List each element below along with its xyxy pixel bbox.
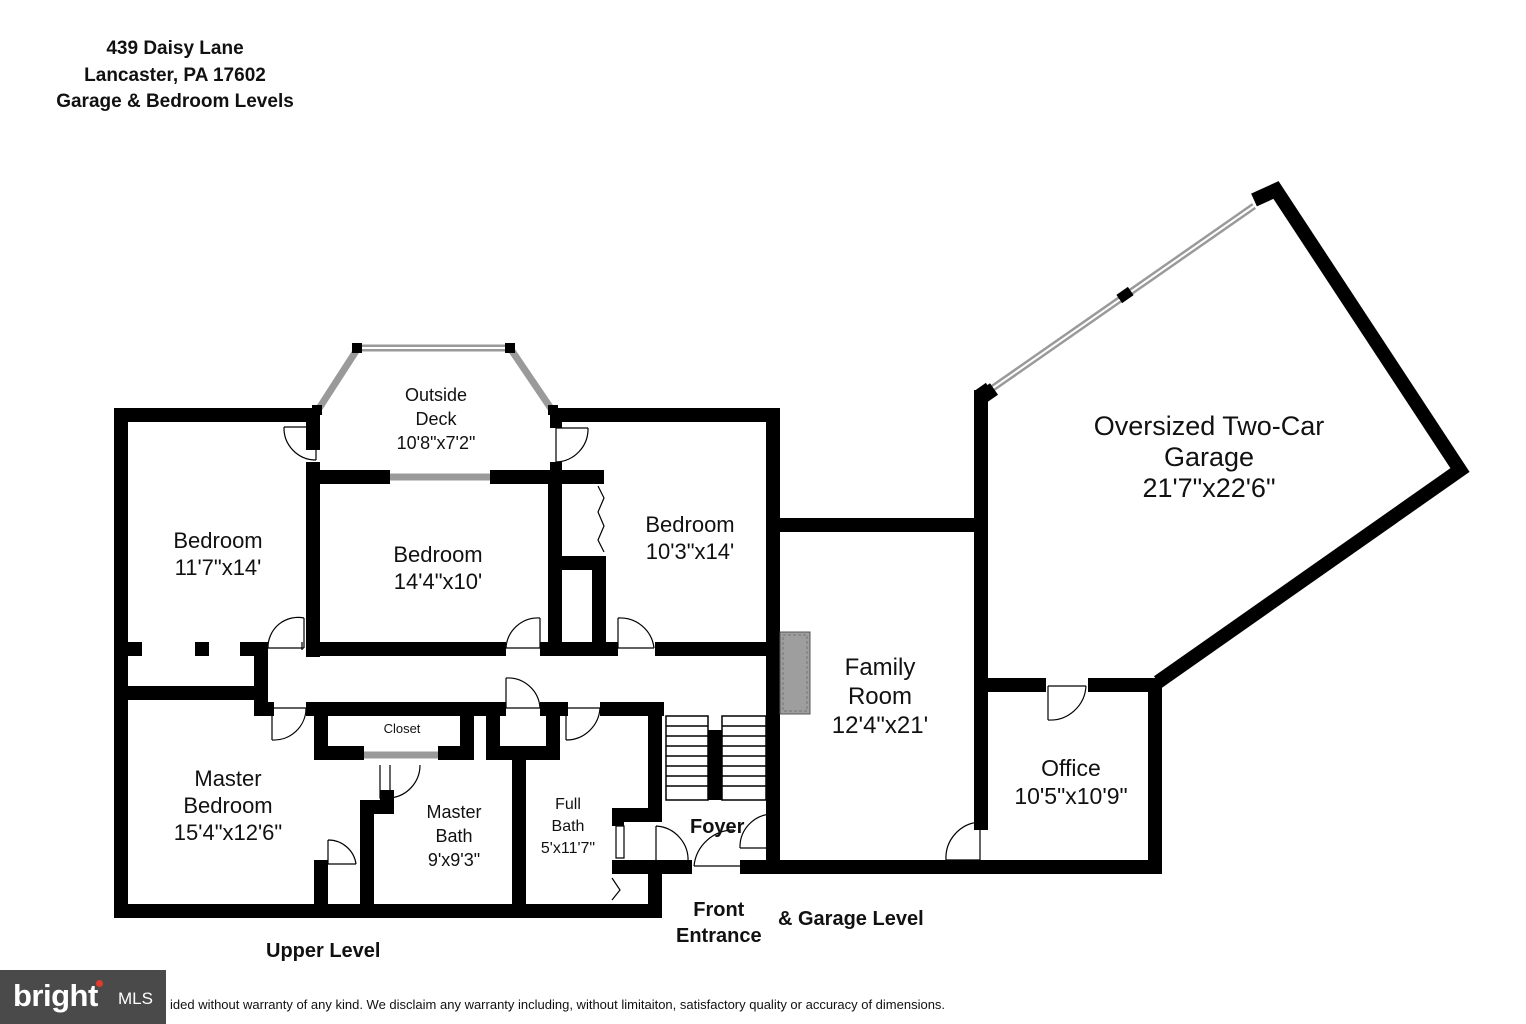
garage-level-label: & Garage Level bbox=[778, 908, 924, 930]
full-bath-label: Full Bath 5'x11'7" bbox=[540, 796, 596, 857]
wall bbox=[114, 408, 128, 918]
master-bedroom-label: Master Bedroom 15'4"x12'6" bbox=[173, 766, 283, 845]
bedroom-right-label: Bedroom 10'3"x14' bbox=[645, 512, 735, 564]
deck-window-right bbox=[507, 346, 555, 412]
wall bbox=[438, 746, 474, 760]
levels-title: Garage & Bedroom Levels bbox=[56, 91, 294, 112]
wall bbox=[1153, 181, 1470, 688]
wall bbox=[114, 642, 142, 656]
door bbox=[945, 821, 981, 861]
logo-text: bright bbox=[13, 978, 98, 1013]
door bbox=[505, 677, 541, 709]
wall bbox=[195, 642, 209, 656]
door bbox=[327, 839, 357, 865]
wall bbox=[550, 408, 780, 422]
foyer-label: Foyer bbox=[690, 816, 745, 838]
address-line-1: 439 Daisy Lane bbox=[106, 38, 244, 59]
wall bbox=[708, 730, 722, 800]
fireplace bbox=[779, 631, 811, 715]
door bbox=[693, 829, 740, 867]
wall bbox=[648, 702, 662, 810]
door bbox=[597, 485, 605, 553]
wall bbox=[114, 686, 268, 700]
wall bbox=[306, 470, 390, 484]
stairs bbox=[665, 715, 767, 801]
logo-suffix: MLS bbox=[118, 989, 153, 1008]
wall bbox=[974, 678, 1046, 692]
property-header: 439 Daisy Lane Lancaster, PA 17602 Garag… bbox=[30, 36, 320, 116]
address-line-2: Lancaster, PA 17602 bbox=[84, 64, 266, 86]
family-room-label: Family Room 12'4"x21' bbox=[831, 654, 929, 739]
door bbox=[1047, 685, 1087, 721]
wall bbox=[546, 702, 560, 760]
wall bbox=[655, 642, 780, 656]
wall bbox=[306, 462, 320, 657]
wall bbox=[314, 860, 328, 910]
walls bbox=[114, 390, 1162, 918]
wall bbox=[612, 808, 662, 822]
door bbox=[739, 813, 773, 849]
wall bbox=[590, 470, 604, 484]
wall bbox=[306, 642, 506, 656]
wall bbox=[766, 518, 988, 532]
door bbox=[611, 877, 621, 901]
door bbox=[271, 707, 307, 741]
door bbox=[283, 426, 317, 461]
door bbox=[565, 707, 601, 741]
wall bbox=[592, 556, 606, 656]
wall bbox=[1088, 678, 1162, 692]
wall bbox=[766, 408, 780, 864]
door bbox=[379, 764, 421, 799]
garage-label: Oversized Two-Car Garage 21'7"x22'6" bbox=[1093, 411, 1325, 503]
wall bbox=[486, 702, 500, 760]
doors bbox=[267, 426, 1087, 901]
wall bbox=[648, 860, 662, 918]
door bbox=[505, 617, 541, 649]
door bbox=[549, 577, 557, 635]
bright-mls-logo: bright MLS bbox=[0, 970, 166, 1024]
wall bbox=[490, 470, 604, 484]
wall bbox=[314, 746, 364, 760]
wall bbox=[306, 702, 506, 716]
wall bbox=[314, 702, 328, 760]
upper-level-label: Upper Level bbox=[266, 940, 381, 962]
wall bbox=[360, 800, 374, 910]
logo-dot-icon bbox=[96, 980, 103, 987]
wall bbox=[548, 556, 604, 570]
front-entrance-label: Front Entrance bbox=[676, 899, 762, 947]
door bbox=[615, 825, 625, 859]
wall bbox=[254, 702, 274, 716]
wall bbox=[974, 390, 988, 830]
office-label: Office 10'5"x10'9" bbox=[1014, 755, 1128, 809]
master-bath-label: Master Bath 9'x9'3" bbox=[426, 802, 482, 870]
wall bbox=[740, 860, 1162, 874]
disclaimer-text: ided without warranty of any kind. We di… bbox=[170, 997, 946, 1012]
door bbox=[555, 427, 589, 463]
closet-label: Closet bbox=[383, 721, 421, 736]
outside-deck-label: Outside Deck 10'8"x7'2" bbox=[396, 385, 476, 453]
deck-window-left bbox=[315, 346, 361, 412]
wall bbox=[1148, 678, 1162, 874]
wall bbox=[612, 808, 624, 826]
door bbox=[267, 616, 305, 649]
wall bbox=[254, 642, 268, 714]
bedroom-middle-label: Bedroom 14'4"x10' bbox=[393, 542, 483, 594]
wall bbox=[512, 746, 526, 910]
wall bbox=[114, 904, 662, 918]
wall bbox=[460, 702, 474, 760]
wall bbox=[114, 408, 320, 422]
door bbox=[655, 825, 689, 863]
bedroom-left-label: Bedroom 11'7"x14' bbox=[173, 528, 263, 580]
door bbox=[617, 617, 655, 649]
wall bbox=[540, 642, 618, 656]
